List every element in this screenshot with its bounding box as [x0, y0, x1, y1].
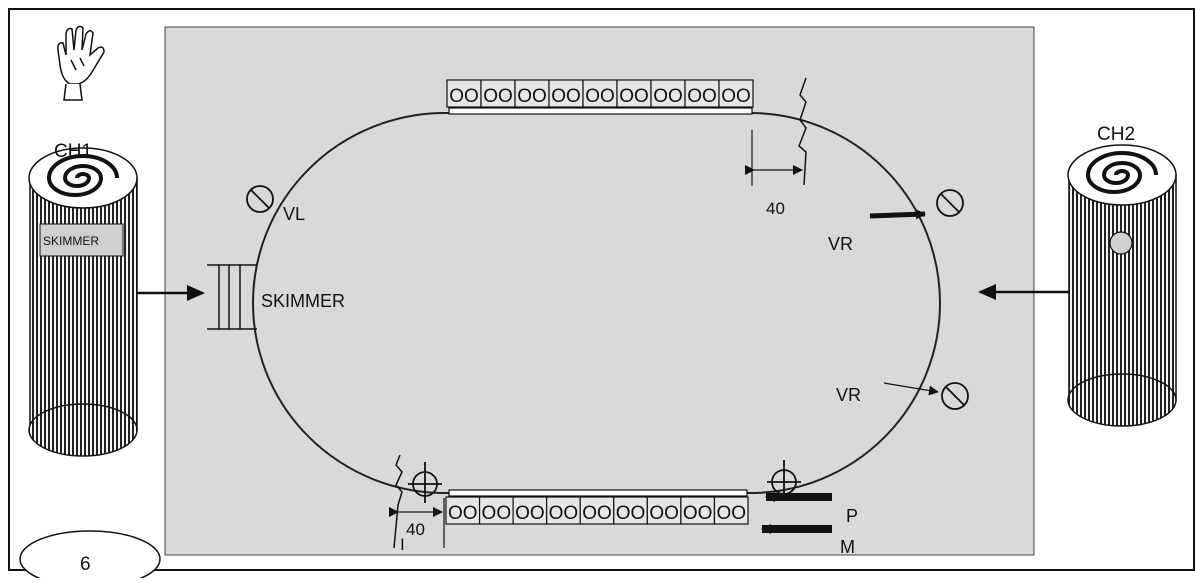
strip-cell-glyph: OO [582, 503, 612, 524]
valve-icon [941, 382, 969, 410]
distance-top-label: 40 [766, 199, 785, 218]
strip-cell-glyph: OO [585, 86, 615, 107]
skimmer-label: SKIMMER [261, 291, 345, 311]
glove-icon [57, 25, 105, 101]
strip-cell: OO [582, 79, 618, 108]
strip-cell: OO [616, 79, 652, 108]
strip-cell: OO [548, 79, 584, 108]
arrow-icon [869, 209, 926, 220]
break-mark-top [798, 77, 807, 186]
strip-cell: OO [514, 79, 550, 108]
strip-cell: OO [480, 79, 516, 108]
strip-cell-glyph: OO [483, 86, 513, 107]
valve-left-label: VL [283, 204, 305, 224]
strip-cell: OO [546, 496, 581, 525]
strip-cell: OO [446, 79, 482, 108]
strip-cell-glyph: OO [448, 503, 478, 524]
strip-cell-glyph: OO [653, 86, 683, 107]
valve-right-bottom-label: VR [836, 385, 861, 405]
strip-cell-glyph: OO [683, 503, 713, 524]
marker-p-label: P [846, 506, 858, 526]
strip-cell-glyph: OO [619, 86, 649, 107]
strip-cell: OO [512, 496, 548, 525]
strip-cell: OO [650, 79, 686, 108]
roll-left-label: CH1 [54, 141, 92, 162]
strip-cell-glyph: OO [649, 503, 679, 524]
step-badge [19, 530, 161, 583]
strip-cell: OO [478, 496, 514, 525]
roll-ch1: SKIMMER [28, 147, 138, 457]
marker-m-label: M [840, 537, 855, 557]
strip-cell: OO [613, 496, 648, 525]
strip-cell-glyph: OO [616, 503, 646, 524]
strip-cell: OO [579, 496, 615, 525]
strip-cell-glyph: OO [517, 86, 547, 107]
strip-cell-glyph: OO [716, 503, 746, 524]
valve-right-top-label: VR [828, 234, 853, 254]
strip-cell-glyph: OO [449, 86, 479, 107]
strip-cell-glyph: OO [482, 503, 512, 524]
strip-cell-glyph: OO [551, 86, 581, 107]
strip-cell: OO [684, 79, 720, 108]
strip-cell: OO [680, 496, 716, 525]
roll-ch2 [1067, 144, 1177, 427]
skimmer-clamp [207, 264, 257, 330]
strip-cell: OO [646, 496, 682, 525]
top-strip-base [448, 107, 753, 115]
strip-cell: OO [718, 79, 754, 108]
roller-track [252, 112, 941, 494]
valve-icon [936, 189, 964, 217]
strip-cell: OO [445, 496, 481, 525]
valve-icon [246, 185, 274, 213]
strip-cell-glyph: OO [687, 86, 717, 107]
strip-cell: OO [713, 496, 749, 525]
plus-circle-icon [408, 462, 442, 503]
strip-cell-glyph: OO [515, 503, 545, 524]
strip-cell-glyph: OO [721, 86, 751, 107]
bottom-marker-label: I [400, 535, 405, 554]
step-number: 6 [80, 554, 91, 575]
roll-left-tag: SKIMMER [43, 234, 99, 248]
roll-right-label: CH2 [1097, 124, 1135, 145]
distance-bottom-label: 40 [406, 520, 425, 539]
arrow-icon [883, 382, 939, 396]
work-area-panel [164, 26, 1035, 556]
strip-cell-glyph: OO [549, 503, 579, 524]
bottom-strip-base [448, 489, 748, 497]
break-mark-bottom [393, 454, 403, 549]
